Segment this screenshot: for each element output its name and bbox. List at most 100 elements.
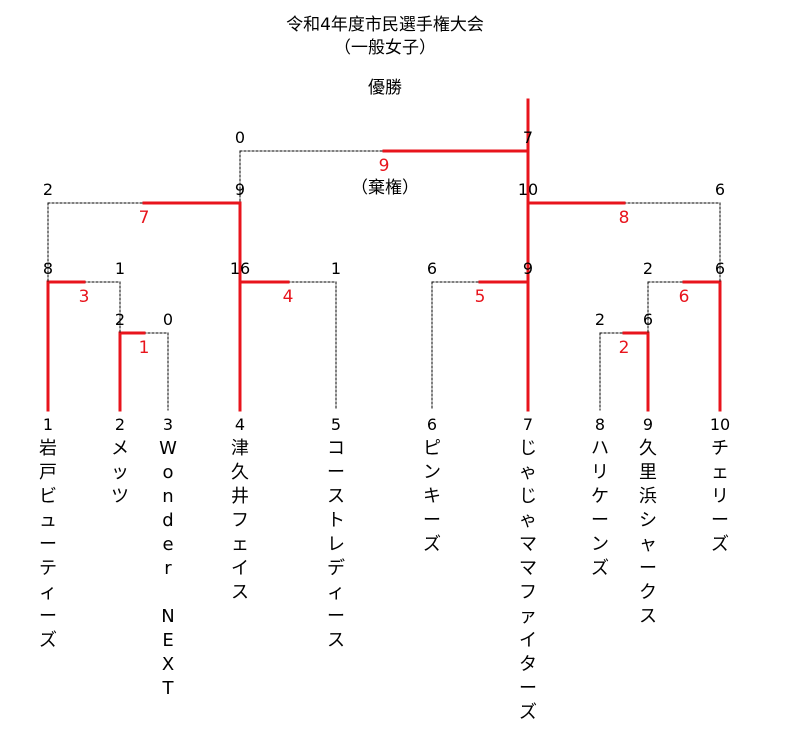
team-name-char: マ bbox=[519, 558, 537, 579]
team-name-char: ー bbox=[519, 678, 537, 699]
team-name-char: チ bbox=[711, 438, 729, 459]
team-name-char: ー bbox=[423, 510, 441, 531]
bracket-subtitle: （一般女子） bbox=[334, 38, 436, 58]
match-number: 5 bbox=[475, 287, 486, 307]
team-name-char: ェ bbox=[231, 534, 249, 555]
team-name-char: W bbox=[159, 438, 177, 459]
team-seed: 6 bbox=[427, 415, 437, 434]
team-name-char: イ bbox=[231, 558, 249, 579]
bracket-title: 令和4年度市民選手権大会 bbox=[286, 15, 484, 35]
team-name-char: 久 bbox=[231, 462, 249, 483]
team-name-char: ャ bbox=[639, 534, 657, 555]
team-name-char: ト bbox=[327, 510, 345, 531]
match-number: 4 bbox=[283, 287, 294, 307]
team-name-char: テ bbox=[39, 558, 57, 579]
team-name-char: ビ bbox=[39, 486, 57, 507]
team-name-char: レ bbox=[327, 534, 345, 555]
team-name-char: e bbox=[162, 534, 173, 555]
score-label: 9 bbox=[235, 180, 245, 199]
score-label: 16 bbox=[230, 259, 250, 278]
score-label: 6 bbox=[715, 180, 725, 199]
team-name-char: ク bbox=[639, 582, 657, 603]
match-number: 1 bbox=[139, 338, 150, 358]
team-name-char: マ bbox=[519, 534, 537, 555]
score-label: 7 bbox=[523, 128, 533, 147]
champion-label: 優勝 bbox=[368, 78, 402, 98]
team-name-char: ハ bbox=[591, 438, 609, 459]
team-name-char: タ bbox=[519, 654, 537, 675]
team-name-char: ス bbox=[639, 606, 657, 627]
team-seed: 5 bbox=[331, 415, 341, 434]
score-label: 10 bbox=[518, 180, 538, 199]
team-seed: 3 bbox=[163, 415, 173, 434]
team-name-char: 久 bbox=[639, 438, 657, 459]
team-name-char: ゃ bbox=[519, 510, 537, 531]
team-seed: 4 bbox=[235, 415, 245, 434]
score-label: 9 bbox=[523, 259, 533, 278]
score-label: 6 bbox=[643, 310, 653, 329]
team-seed: 1 bbox=[43, 415, 53, 434]
match-number: 9 bbox=[379, 156, 390, 176]
match-number: 8 bbox=[619, 208, 630, 228]
score-label: 1 bbox=[331, 259, 341, 278]
match-number: 2 bbox=[619, 338, 630, 358]
team-name-char: X bbox=[162, 654, 174, 675]
team-name-char: E bbox=[162, 630, 173, 651]
team-name-char: 浜 bbox=[639, 486, 657, 507]
team-name-char: 井 bbox=[231, 486, 249, 507]
score-label: 0 bbox=[235, 128, 245, 147]
team-name-char: ピ bbox=[423, 438, 441, 459]
team-name-char: フ bbox=[231, 510, 249, 531]
match-number: 3 bbox=[79, 287, 90, 307]
team-name-char: T bbox=[162, 678, 175, 699]
team-name-char: 津 bbox=[231, 438, 249, 459]
team-name-char: リ bbox=[591, 462, 609, 483]
team-seed: 8 bbox=[595, 415, 605, 434]
team-name-char: ー bbox=[711, 510, 729, 531]
team-name-char: ン bbox=[591, 534, 609, 555]
team-name-char: ス bbox=[231, 582, 249, 603]
team-name-char: ー bbox=[39, 534, 57, 555]
team-name-char: o bbox=[162, 462, 173, 483]
team-name-char: ェ bbox=[711, 462, 729, 483]
team-name-char: デ bbox=[327, 558, 345, 579]
team-name-char: ー bbox=[327, 462, 345, 483]
score-label: 6 bbox=[427, 259, 437, 278]
team-name-char: メ bbox=[111, 438, 129, 459]
team-seed: 2 bbox=[115, 415, 125, 434]
team-name-char: ズ bbox=[591, 558, 609, 579]
team-name-char: ツ bbox=[111, 486, 129, 507]
team-name-char: イ bbox=[519, 630, 537, 651]
team-name-char: n bbox=[162, 486, 173, 507]
team-name-char: ス bbox=[327, 486, 345, 507]
team-name-char: ー bbox=[591, 510, 609, 531]
team-seed: 10 bbox=[710, 415, 730, 434]
score-label: 0 bbox=[163, 310, 173, 329]
team-name-char: ー bbox=[327, 606, 345, 627]
team-name-char: ゃ bbox=[519, 462, 537, 483]
team-name-char: じ bbox=[519, 438, 537, 459]
match-number: 7 bbox=[139, 208, 150, 228]
score-label: 2 bbox=[643, 259, 653, 278]
team-name-char: ュ bbox=[39, 510, 57, 531]
score-label: 2 bbox=[115, 310, 125, 329]
team-name-char: ケ bbox=[591, 486, 609, 507]
score-label: 1 bbox=[115, 259, 125, 278]
team-name-char: ズ bbox=[519, 702, 537, 723]
team-name-char: キ bbox=[423, 486, 441, 507]
team-name-char: 里 bbox=[639, 462, 657, 483]
bracket-lines bbox=[46, 98, 722, 412]
team-name-char: ッ bbox=[111, 462, 129, 483]
team-name-char: フ bbox=[519, 582, 537, 603]
team-name-char: リ bbox=[711, 486, 729, 507]
team-name-char: ズ bbox=[423, 534, 441, 555]
team-name-char: r bbox=[164, 558, 172, 579]
score-label: 8 bbox=[43, 259, 53, 278]
team-name-char: d bbox=[162, 510, 173, 531]
team-name-char: シ bbox=[639, 510, 657, 531]
match-number: 6 bbox=[679, 287, 690, 307]
team-name-char: N bbox=[161, 606, 174, 627]
team-seed: 9 bbox=[643, 415, 653, 434]
